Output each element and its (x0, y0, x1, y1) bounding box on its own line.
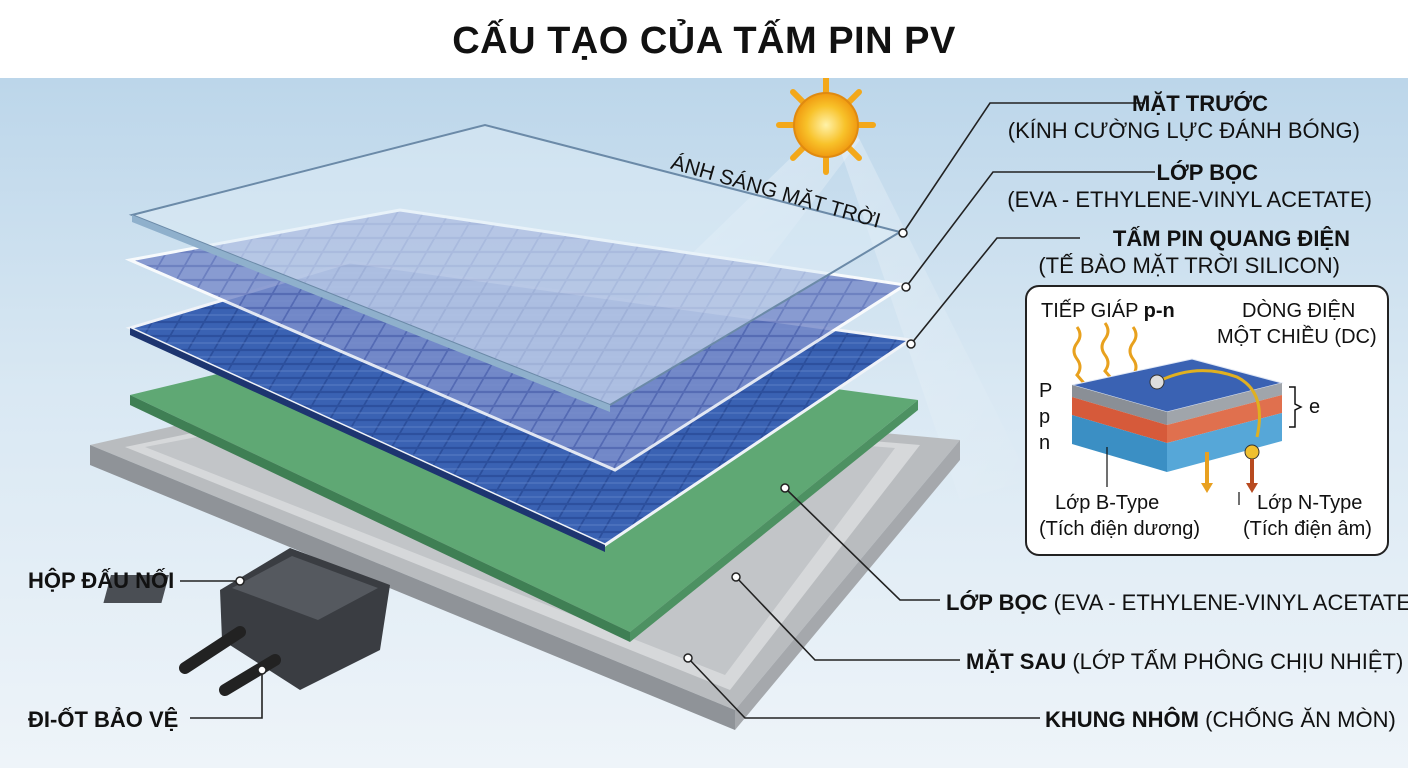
layer-letter-e: e (1309, 396, 1321, 418)
title-bar: CẤU TẠO CỦA TẤM PIN PV (0, 0, 1408, 78)
front-glass-desc: (KÍNH CƯỜNG LỰC ĐÁNH BÓNG) (1007, 118, 1360, 143)
bottom-eva-label: LỚP BỌC (EVA - ETHYLENE-VINYL ACETATE) (946, 590, 1408, 615)
front-glass-name: MẶT TRƯỚC (1132, 91, 1268, 116)
dc-label-line2: MỘT CHIỀU (DC) (1217, 326, 1377, 348)
sun-icon (776, 78, 876, 175)
backsheet-label: MẶT SAU (LỚP TẤM PHÔNG CHỊU NHIỆT) (966, 649, 1404, 674)
layer-letter-P: P (1039, 380, 1053, 402)
ntype-line1: Lớp N-Type (1257, 492, 1363, 514)
sunlight-beam (830, 120, 1030, 500)
leader-lines (180, 102, 1155, 719)
layer-letter-p: p (1039, 406, 1051, 428)
pv-cells-name: TẤM PIN QUANG ĐIỆN (1112, 226, 1350, 251)
light-ray-icons (1072, 322, 1147, 390)
pv-cells-desc: (TẾ BÀO MẶT TRỜI SILICON) (1038, 253, 1340, 278)
dc-label-line1: DÒNG ĐIỆN (1242, 300, 1356, 322)
leader-dots (235, 228, 916, 675)
pn-junction-label: TIẾP GIÁP p-n (1041, 300, 1175, 322)
exploded-panel-illustration (90, 78, 1155, 730)
pn-junction-illustration (1071, 322, 1303, 505)
pn-junction-inset: TIẾP GIÁP p-n DÒNG ĐIỆN MỘT CHIỀU (DC) P… (1025, 285, 1389, 556)
diode-label: ĐI-ỐT BẢO VỆ (28, 707, 179, 732)
top-eva-name: LỚP BỌC (1156, 160, 1258, 185)
top-eva-desc: (EVA - ETHYLENE-VINYL ACETATE) (1007, 187, 1372, 212)
layer-letter-n: n (1039, 432, 1051, 454)
ntype-line2: (Tích điện âm) (1243, 518, 1372, 540)
btype-line1: Lớp B-Type (1055, 492, 1160, 514)
diagram-scene (0, 78, 1408, 768)
btype-line2: (Tích điện dương) (1039, 518, 1201, 540)
junction-box-label: HỘP ĐẤU NỐI (28, 568, 175, 593)
frame-label: KHUNG NHÔM (CHỐNG ĂN MÒN) (1045, 707, 1396, 732)
diagram-title: CẤU TẠO CỦA TẤM PIN PV (452, 20, 956, 62)
junction-box-illustration (103, 548, 390, 696)
